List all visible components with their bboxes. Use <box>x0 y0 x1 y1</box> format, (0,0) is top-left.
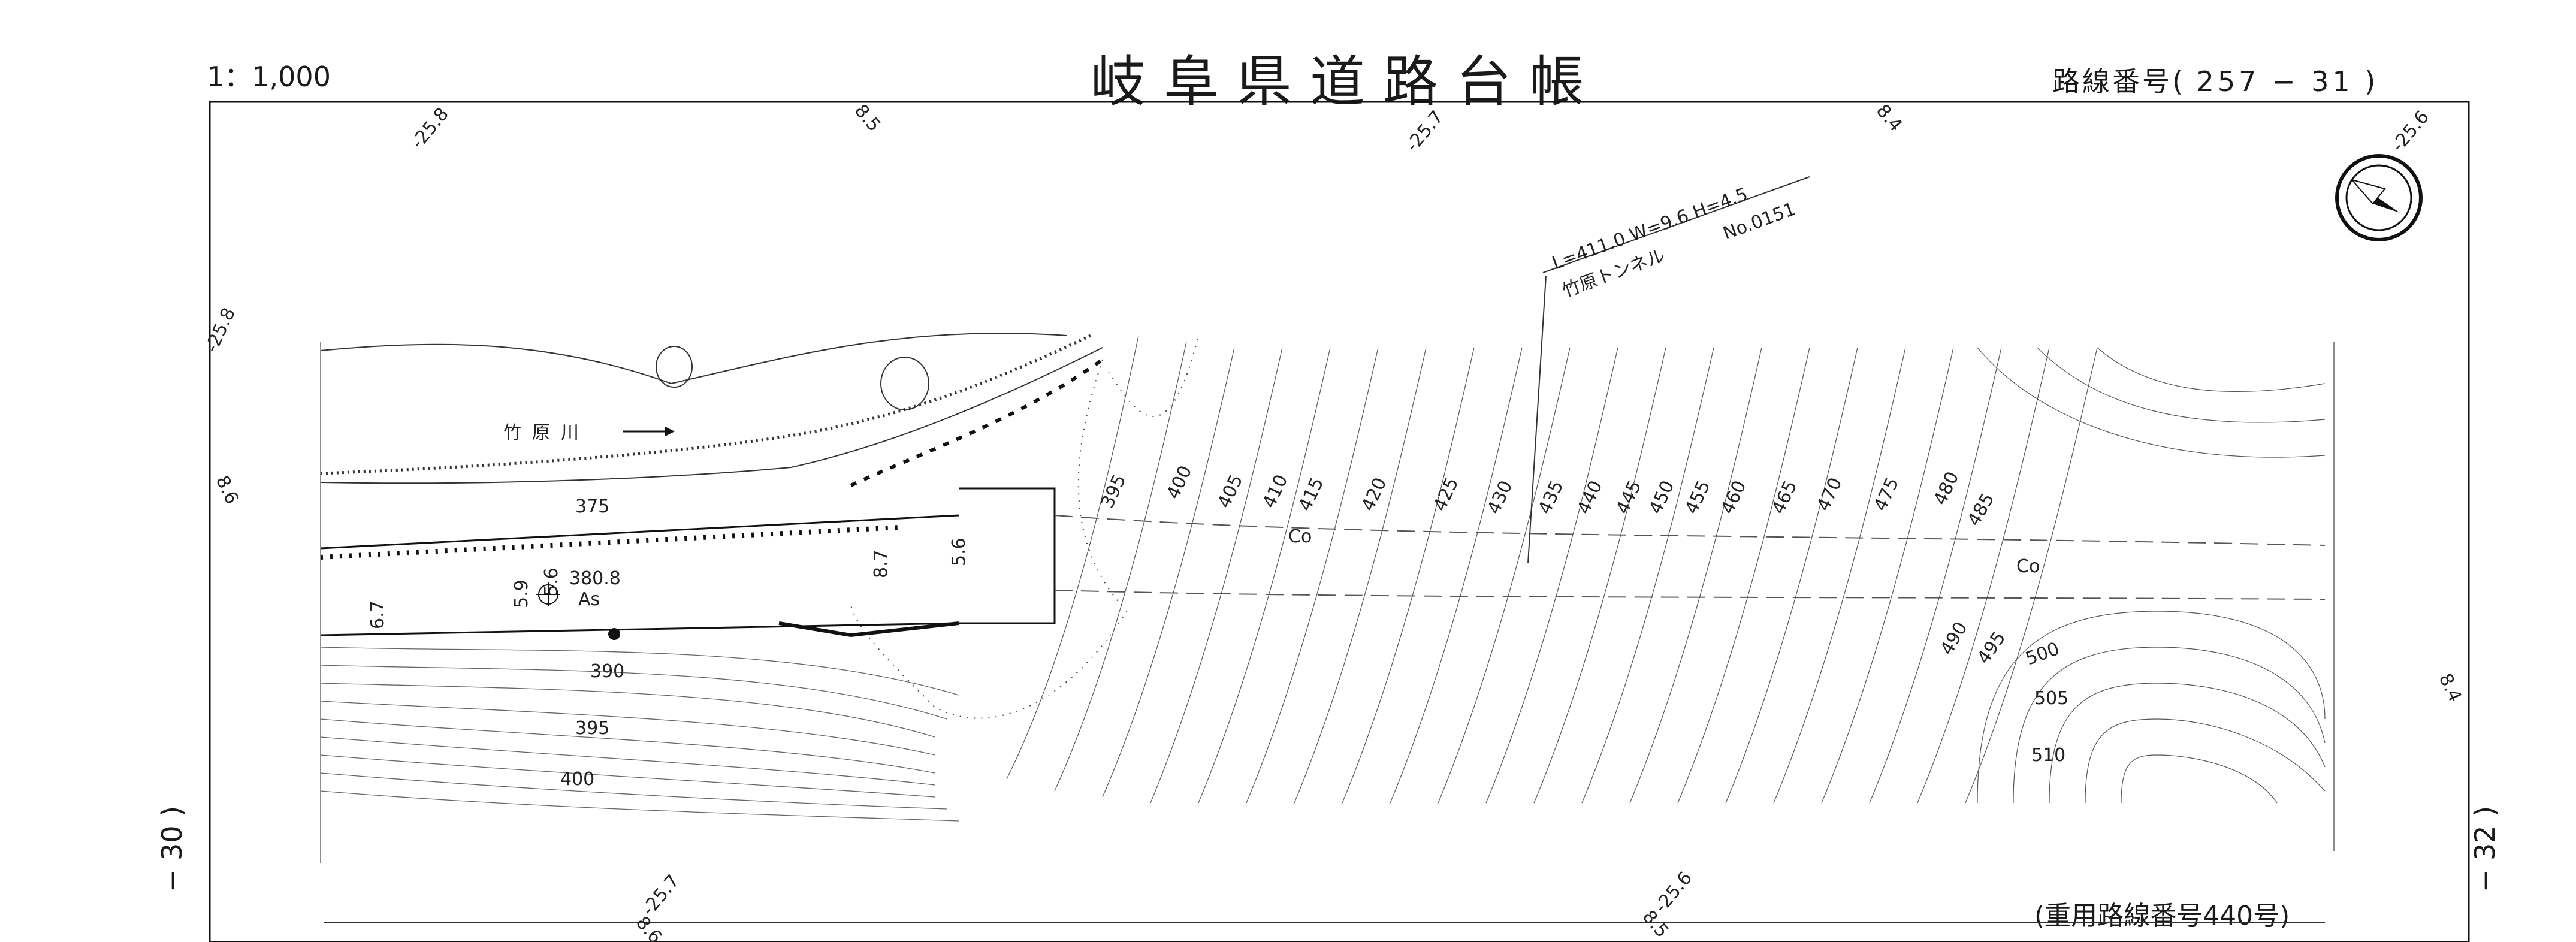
road-centerline <box>1054 515 2326 600</box>
survey-point-icon <box>608 628 620 640</box>
river-name: 竹原川 <box>503 422 590 443</box>
map-frame <box>209 101 2470 942</box>
contour-label: 415 <box>1295 475 1328 515</box>
tunnel-leader <box>1527 275 1547 564</box>
pavement-label: Co <box>2016 556 2040 577</box>
page-title: 岐阜県道路台帳 <box>1091 50 1603 114</box>
width-label: 5.9 <box>511 579 532 608</box>
chainage-label: -25.8 <box>201 304 240 355</box>
contour-label: 435 <box>1535 478 1568 518</box>
contour-label: 390 <box>590 661 624 682</box>
chainage-label: -25.7 <box>1402 107 1448 156</box>
route-number-value: 257 − 31 <box>2196 65 2354 98</box>
chainage-label: -25.6 <box>1650 868 1696 917</box>
contour-label: 485 <box>1964 490 1999 530</box>
chainage-label: 8.5 <box>850 101 884 136</box>
chainage-label: -25.8 <box>407 104 453 153</box>
contour-label: 440 <box>1574 478 1607 518</box>
contour-label: 455 <box>1681 478 1715 518</box>
contour-field-west <box>320 647 959 822</box>
scale-label: 1：1,000 <box>207 61 331 93</box>
contour-label: 500 <box>2023 638 2062 669</box>
route-label: 路線番号( <box>2052 65 2185 98</box>
contour-label: 475 <box>1870 475 1904 515</box>
width-label: 5.6 <box>949 538 970 566</box>
contour-label: 450 <box>1645 478 1679 518</box>
chainage-label: 8.6 <box>212 473 243 508</box>
route-number: 路線番号( 257 − 31 ) <box>2052 60 2378 99</box>
chainage-label: -25.6 <box>2387 107 2433 156</box>
width-label: 8.7 <box>871 550 892 578</box>
slope-area <box>850 335 1199 719</box>
chainage-label: -25.7 <box>638 871 684 920</box>
contour-label: 420 <box>1358 475 1391 515</box>
contour-label: 480 <box>1930 469 1964 509</box>
width-label: 6.7 <box>367 600 388 629</box>
contour-label: 430 <box>1484 478 1517 518</box>
contour-label: 425 <box>1430 475 1463 515</box>
road <box>320 487 1056 638</box>
contour-label: 395 <box>1097 472 1131 512</box>
route-close: ) <box>2364 65 2378 98</box>
chainage-label: 8.4 <box>2435 671 2466 705</box>
contour-label: 400 <box>560 769 594 790</box>
chainage-label: 8.6 <box>632 913 666 942</box>
contour-label: 375 <box>575 496 609 517</box>
width-label: 5.6 <box>541 567 562 596</box>
contour-label: 495 <box>1973 628 2010 668</box>
contour-hill-east <box>1977 347 2326 804</box>
contour-label: 400 <box>1163 463 1197 503</box>
contour-field-east <box>1006 335 2098 804</box>
contour-label: 395 <box>575 718 609 739</box>
contour-label: 505 <box>2034 688 2068 709</box>
contour-label: 445 <box>1612 478 1646 518</box>
contour-label: 460 <box>1717 478 1751 518</box>
tree-icon <box>656 346 929 410</box>
chainage-label: 8.4 <box>1872 101 1906 136</box>
contour-label: 470 <box>1813 475 1847 515</box>
north-arrow-icon <box>2335 154 2423 241</box>
contour-label: 410 <box>1259 472 1292 512</box>
benchmark-elevation: 380.8 <box>569 568 621 589</box>
benchmark-icon <box>536 582 560 606</box>
pavement-label: As <box>578 589 600 610</box>
river <box>320 333 1104 487</box>
pavement-label: Co <box>1288 526 1312 547</box>
contour-label: 465 <box>1768 478 1802 518</box>
bottom-note: (重用路線番号440号) <box>2034 901 2290 931</box>
tunnel-underline <box>1542 176 1810 273</box>
contour-label: 510 <box>2031 745 2065 766</box>
contour-label: 405 <box>1214 472 1248 512</box>
contour-label: 490 <box>1937 618 1972 659</box>
